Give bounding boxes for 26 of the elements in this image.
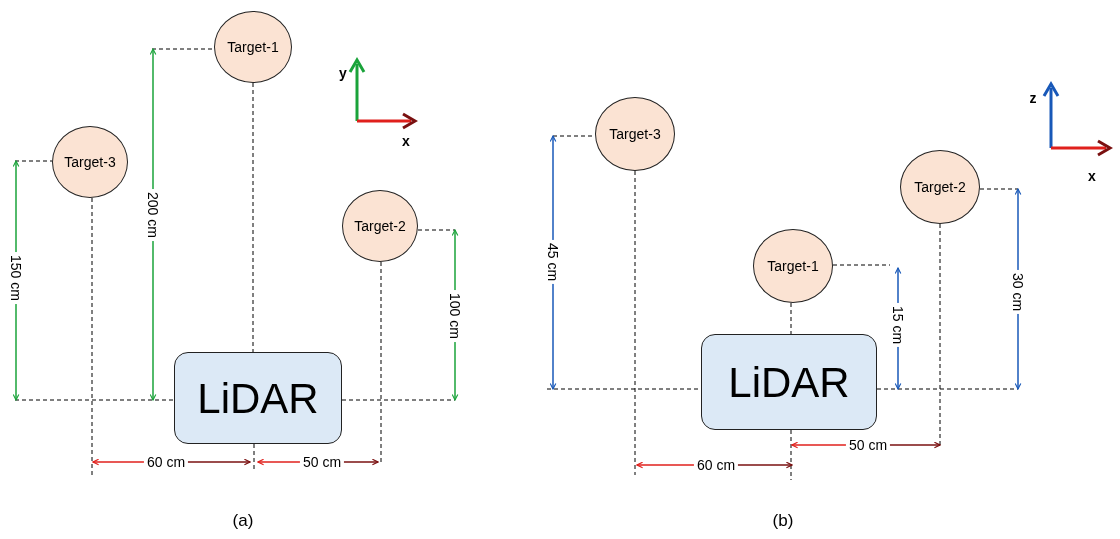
axis-label: z	[1029, 91, 1037, 105]
dimension-label: 60 cm	[693, 458, 739, 472]
dimension-label: 100 cm	[448, 290, 462, 342]
axis-label: x	[1088, 169, 1096, 183]
axis-label: x	[402, 134, 410, 148]
lidar-box: LiDAR	[701, 334, 877, 430]
dimension-label: 30 cm	[1011, 269, 1025, 315]
target-circle: Target-3	[595, 97, 675, 171]
target-circle: Target-2	[342, 190, 418, 262]
panel-caption: (a)	[232, 511, 254, 529]
target-circle: Target-1	[214, 11, 292, 83]
dimension-label: 60 cm	[143, 455, 189, 469]
dimension-label: 50 cm	[845, 438, 891, 452]
target-circle: Target-1	[753, 229, 833, 303]
dimension-label: 200 cm	[146, 189, 160, 241]
dimension-label: 50 cm	[299, 455, 345, 469]
dimension-label: 45 cm	[546, 239, 560, 285]
dimension-label: 150 cm	[9, 252, 23, 304]
target-circle: Target-3	[52, 126, 128, 198]
connector-line	[790, 302, 792, 335]
axis-label: y	[339, 66, 347, 80]
panel-caption: (b)	[772, 511, 794, 529]
connector-line	[252, 82, 254, 353]
dimension-label: 15 cm	[891, 302, 905, 348]
target-circle: Target-2	[900, 150, 980, 224]
lidar-box: LiDAR	[174, 352, 342, 444]
